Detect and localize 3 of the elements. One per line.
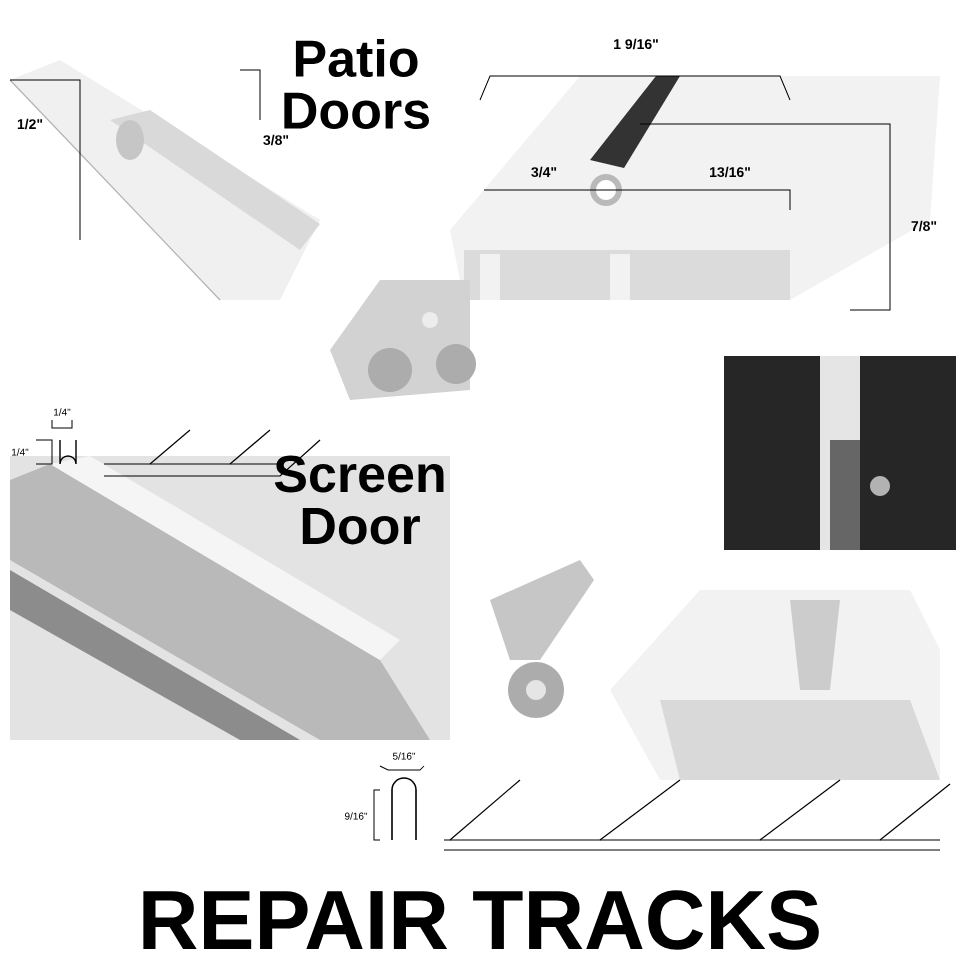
title-text: Screen Door	[274, 455, 444, 545]
title-text: Patio Doors	[284, 38, 429, 130]
heading: REPAIR TRACKS	[143, 890, 819, 950]
